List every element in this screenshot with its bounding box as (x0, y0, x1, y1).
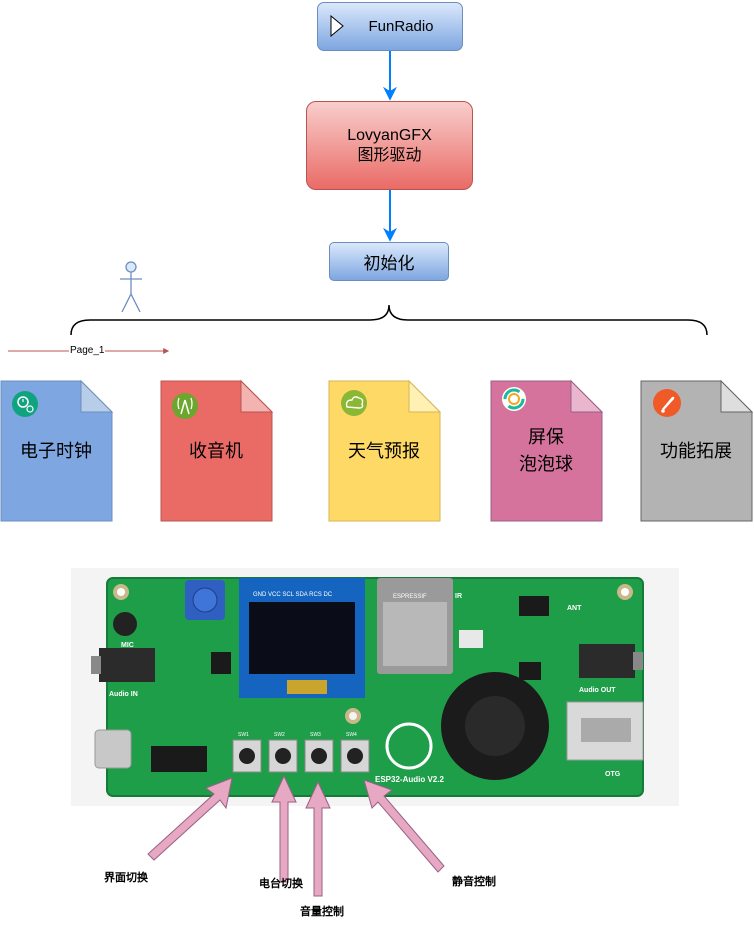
module-label-screensaver[interactable]: 屏保 泡泡球 (491, 424, 601, 478)
init-label: 初始化 (363, 254, 415, 273)
usb-c-port (94, 729, 132, 769)
logo-ring (385, 722, 433, 770)
callout-label-sw4: 静音控制 (452, 876, 496, 888)
lovyangfx-node[interactable]: LovyanGFX 图形驱动 (306, 101, 473, 190)
module-label-clock[interactable]: 电子时钟 (20, 441, 92, 461)
oled-screen (249, 602, 355, 674)
callout-label-sw2: 电台切换 (259, 878, 303, 890)
curly-brace (70, 304, 708, 336)
clock-gear-icon (12, 391, 38, 417)
doc-weather (328, 379, 442, 522)
button-sw4 (340, 739, 370, 773)
callout-label-sw1: 界面切换 (104, 872, 148, 884)
play-triangle-icon (330, 15, 344, 37)
silk-sw4: SW4 (346, 732, 357, 738)
silk-mic: MIC (121, 642, 134, 649)
funradio-label: FunRadio (368, 18, 434, 35)
silk-audio-out: Audio OUT (579, 687, 616, 694)
callout-arrow-sw1 (147, 777, 233, 861)
audio-out-jack (579, 644, 635, 678)
button-sw2 (268, 739, 298, 773)
module-label-screensaver-line1: 屏保 (528, 427, 564, 447)
cloud-icon (341, 390, 367, 416)
module-label-weather[interactable]: 天气预报 (348, 441, 420, 461)
module-label-screensaver-line2: 泡泡球 (519, 454, 573, 474)
silk-audio-in: Audio IN (109, 691, 138, 698)
button-sw1 (232, 739, 262, 773)
flow-connectors (0, 51, 754, 522)
silk-title: ESP32-Audio V2.2 (375, 775, 444, 784)
silk-sw2: SW2 (274, 732, 285, 738)
antenna-icon (172, 393, 198, 419)
button-sw3 (304, 739, 334, 773)
module-label-extension[interactable]: 功能拓展 (660, 441, 732, 461)
pcb-board: GND VCC SCL SDA RCS DC ESPRESSIF MIC Aud… (91, 577, 644, 797)
silk-otg: OTG (605, 771, 621, 778)
actor-icon (120, 261, 142, 313)
silk-ant: ANT (567, 605, 582, 612)
board-photo: GND VCC SCL SDA RCS DC ESPRESSIF MIC Aud… (71, 568, 679, 806)
callout-label-sw3: 音量控制 (300, 906, 344, 918)
funradio-node[interactable]: FunRadio (317, 2, 463, 51)
microphone (113, 612, 137, 636)
callout-arrow-sw4 (363, 779, 445, 873)
init-node[interactable]: 初始化 (329, 242, 449, 281)
silk-sw1: SW1 (238, 732, 249, 738)
page-link-label: Page_1 (69, 345, 106, 356)
silk-ir: IR (455, 593, 462, 600)
callout-arrow-sw3 (305, 780, 331, 897)
ring-icon (502, 387, 526, 411)
doc-screensaver (490, 379, 604, 522)
lovyan-label-line1: LovyanGFX (347, 126, 432, 144)
silk-sw3: SW3 (310, 732, 321, 738)
callout-arrow-sw2 (271, 774, 297, 883)
callout-arrows (147, 774, 445, 897)
lovyan-label-line2: 图形驱动 (357, 146, 422, 164)
silk-gnd-row: GND VCC SCL SDA RCS DC (253, 592, 333, 598)
rocket-icon (653, 389, 681, 417)
audio-in-jack (99, 648, 155, 682)
silk-brand: ESPRESSIF (393, 594, 427, 600)
module-label-radio[interactable]: 收音机 (189, 441, 243, 461)
